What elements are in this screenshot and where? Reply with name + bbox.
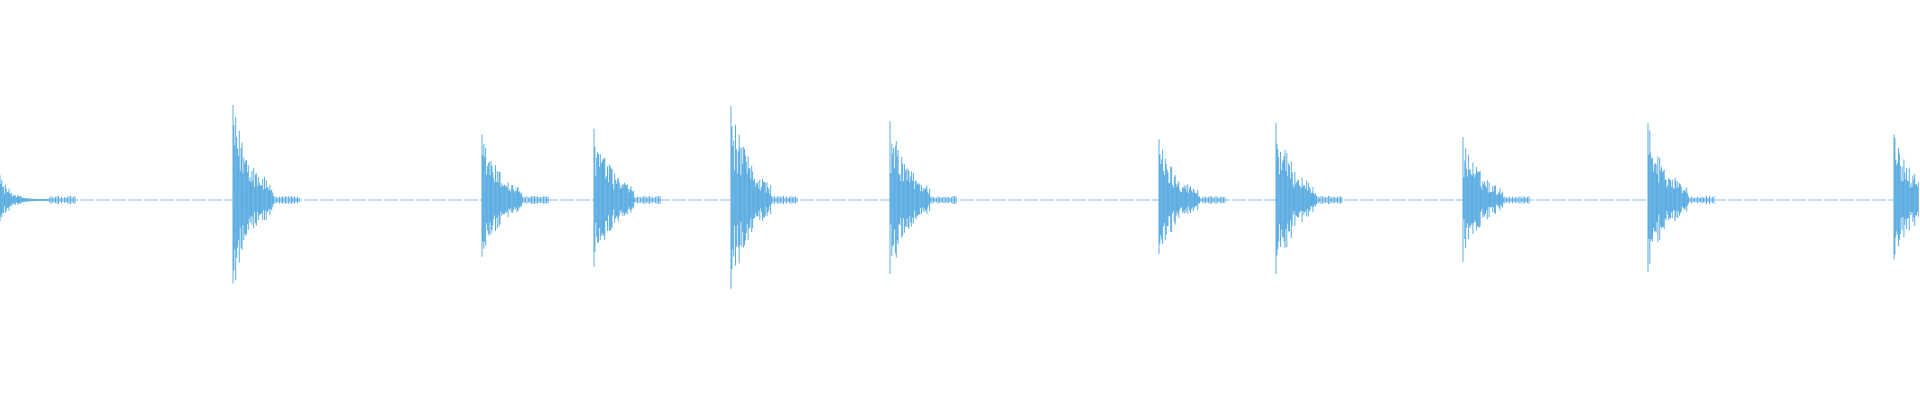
waveform-burst (1462, 137, 1530, 263)
waveform-bursts (0, 105, 1919, 289)
waveform-burst (1893, 134, 1919, 260)
waveform-burst (1275, 123, 1343, 274)
waveform-burst (481, 134, 549, 257)
waveform-burst (0, 175, 76, 222)
waveform-burst (1158, 139, 1226, 254)
waveform-burst (232, 105, 300, 284)
waveform-burst (889, 121, 957, 274)
waveform-burst (1647, 123, 1715, 272)
waveform-burst (593, 128, 661, 267)
waveform-burst (730, 106, 798, 289)
